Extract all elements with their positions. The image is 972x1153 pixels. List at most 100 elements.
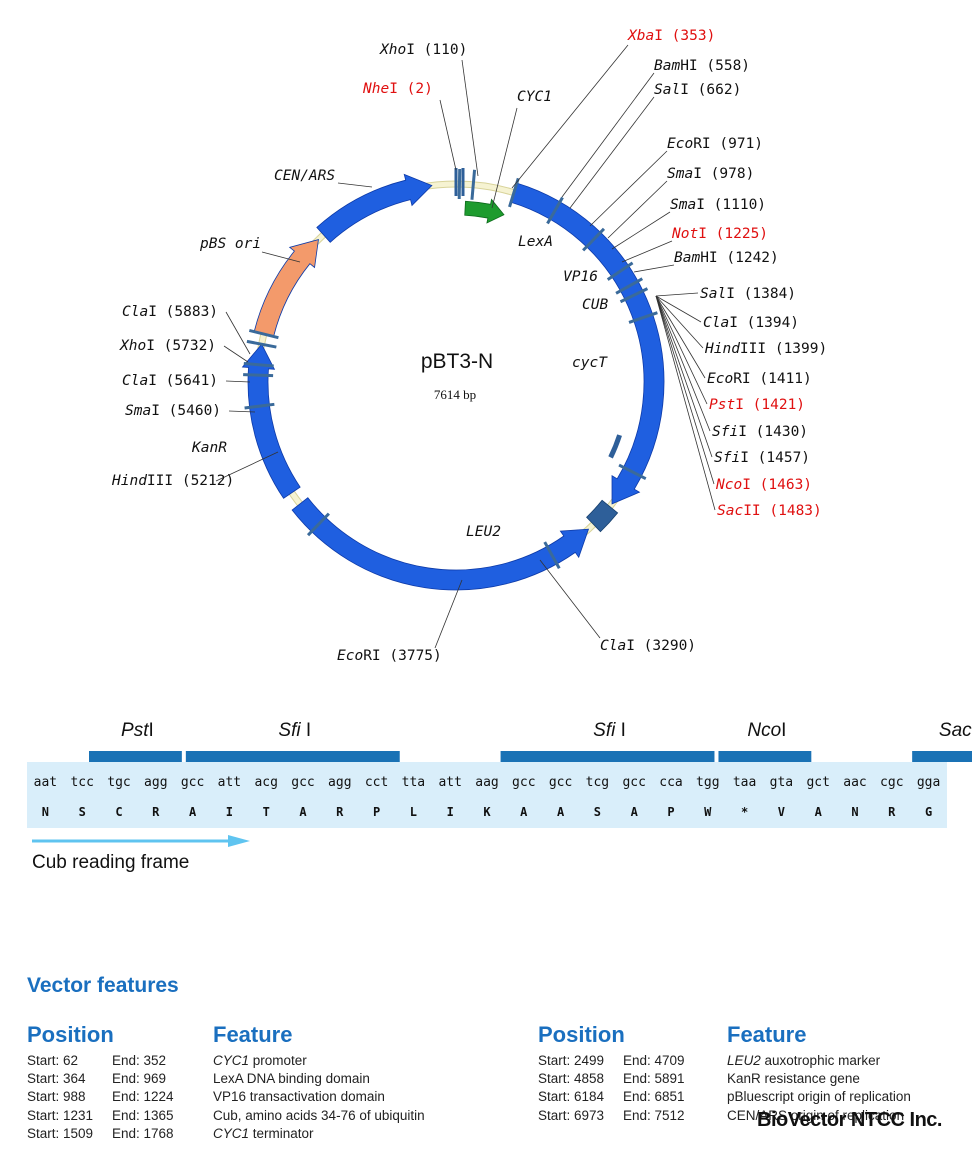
site-label-roman: I (1384) <box>726 286 796 302</box>
site-tick-mark <box>618 463 647 481</box>
feature-italic: CYC1 <box>213 1053 250 1068</box>
leader-line <box>655 295 702 323</box>
codon: aag <box>475 775 498 790</box>
site-label-left: ClaI (5883) <box>122 304 218 320</box>
feature-end: End: 1768 <box>112 1125 174 1141</box>
site-label-right: BamHI (1242) <box>674 250 779 266</box>
enzyme-label-italic: Sac <box>939 720 972 741</box>
cyc1-promoter-shape <box>464 198 505 224</box>
site-label-left: XhoI (5732) <box>119 338 216 354</box>
feature-end: End: 969 <box>112 1071 167 1087</box>
feature-text: auxotrophic marker <box>760 1053 881 1068</box>
feature-start: Start: 1231 <box>27 1107 94 1123</box>
site-label-right: NotI (1225) <box>671 226 768 242</box>
feature-start: Start: 2499 <box>538 1053 605 1068</box>
enzyme-label: PstI <box>121 720 154 741</box>
site-label-fan: ClaI (1394) <box>703 315 799 331</box>
site-label-italic: Sal <box>654 82 680 98</box>
site-label-italic: Not <box>671 226 698 242</box>
enzyme-bar <box>89 751 182 762</box>
feature-text: terminator <box>249 1125 314 1141</box>
sequence-background <box>27 762 947 828</box>
codon: att <box>218 775 241 790</box>
site-label-xhoi-110: XhoI (110) <box>379 42 467 58</box>
site-tick-mark <box>606 261 634 281</box>
codon: gcc <box>549 775 572 790</box>
site-label-italic: Hind <box>704 341 740 357</box>
site-label-italic: Eco <box>707 371 733 387</box>
site-label-italic: Eco <box>337 648 363 664</box>
leader-line <box>561 72 655 198</box>
codon: aat <box>34 775 57 790</box>
enzyme-label-italic: Nco <box>747 720 781 741</box>
feature-text: LexA DNA binding domain <box>213 1071 370 1087</box>
amino-acid: C <box>115 805 122 819</box>
amino-acid: V <box>778 805 785 819</box>
position-header: Position <box>27 1022 114 1047</box>
feature-text: VP16 transactivation domain <box>213 1089 385 1105</box>
amino-acid: * <box>741 805 748 819</box>
cen-ars-arc <box>316 173 433 243</box>
site-ticks <box>243 168 658 570</box>
feature-arcs <box>241 173 665 591</box>
site-label-roman: I (5883) <box>148 304 218 320</box>
label-lexa: LexA <box>518 234 553 250</box>
cub-block-shape <box>586 499 619 533</box>
label-cyc1: CYC1 <box>517 89 552 105</box>
feature-description: KanR resistance gene <box>727 1071 860 1086</box>
site-label-roman: I (1421) <box>735 397 805 413</box>
leader-line <box>655 295 708 405</box>
leader-line <box>621 240 673 263</box>
leader-line <box>589 150 668 227</box>
sequence-enzyme: SacII <box>912 720 972 762</box>
cyct-arc <box>608 434 622 459</box>
plasmid-size: 7614 bp <box>434 387 476 402</box>
site-label-italic: Xho <box>119 338 146 354</box>
codon: tgg <box>696 775 719 790</box>
site-label-italic: Xba <box>627 28 654 44</box>
site-tick-mark <box>628 311 658 324</box>
codon: tta <box>402 775 425 790</box>
amino-acid: P <box>667 805 674 819</box>
site-label-right: BamHI (558) <box>654 58 750 74</box>
site-label-italic: Nhe <box>362 81 389 97</box>
amino-acid: S <box>79 805 86 819</box>
position-header: Position <box>538 1022 625 1047</box>
site-label-italic: Bam <box>674 250 700 266</box>
site-label-clai-3290: ClaI (3290) <box>600 638 696 654</box>
feature-text: pBluescript origin of replication <box>727 1089 911 1105</box>
feature-description: LEU2 auxotrophic marker <box>727 1053 880 1068</box>
codon: agg <box>144 775 167 790</box>
site-label-left: ClaI (5641) <box>122 373 218 389</box>
feature-description: Cub, amino acids 34-76 of ubiquitin <box>213 1108 425 1123</box>
amino-acid: K <box>483 805 491 819</box>
feature-start: Start: 4858 <box>538 1071 605 1087</box>
enzyme-bar <box>185 751 400 762</box>
label-cyct: cycT <box>572 355 608 371</box>
leader-line <box>655 295 706 379</box>
enzyme-label-roman: I <box>301 720 312 741</box>
site-label-fan: EcoRI (1411) <box>707 371 812 387</box>
leader-line <box>655 295 711 432</box>
site-label-nhei-2: NheI (2) <box>362 81 433 97</box>
leader-line <box>655 295 716 511</box>
enzyme-label-roman: I <box>615 720 626 741</box>
site-label-roman: HI (1242) <box>700 250 779 266</box>
codon: cct <box>365 775 388 790</box>
feature-italic: CYC1 <box>213 1125 250 1141</box>
site-label-roman: I (662) <box>680 82 741 98</box>
codon: gcc <box>622 775 645 790</box>
site-tick-mark <box>244 402 275 410</box>
site-label-right: SalI (662) <box>654 82 741 98</box>
site-label-roman: I (3290) <box>626 638 696 654</box>
